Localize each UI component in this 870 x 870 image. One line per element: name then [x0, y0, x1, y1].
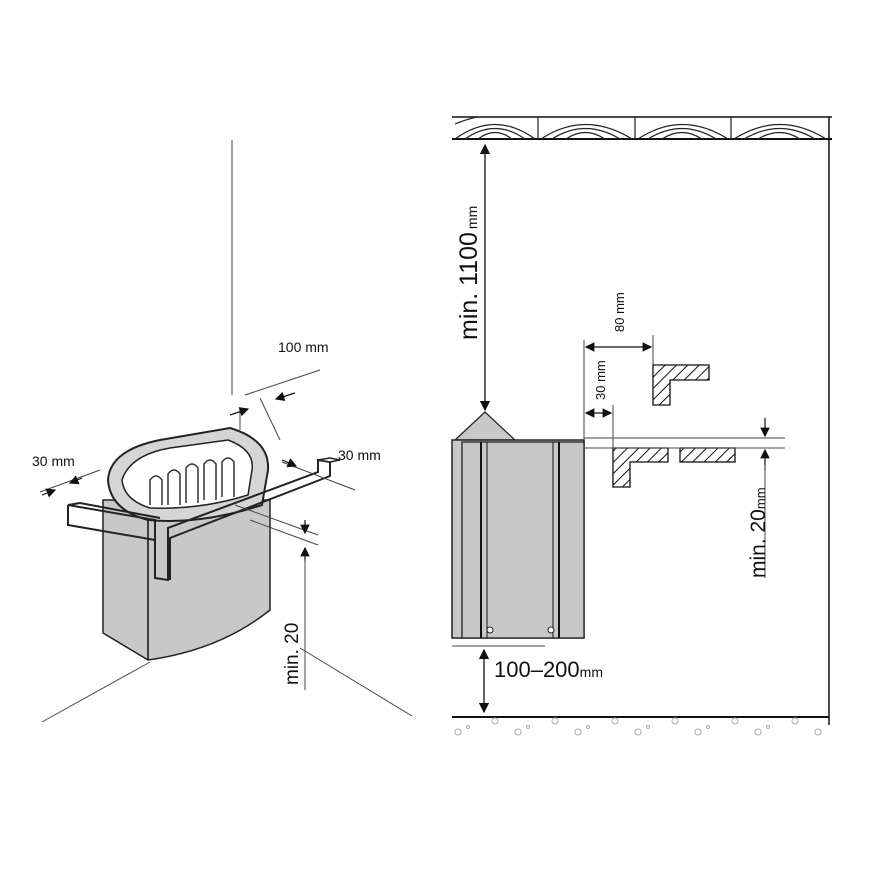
label-30mm-right: 30 mm — [338, 447, 381, 463]
heating-elements — [149, 457, 235, 505]
label-100mm: 100 mm — [278, 339, 329, 355]
label-min-1100: min. 1100mm — [455, 206, 483, 340]
upper-bench — [652, 364, 710, 406]
label-min20-left: min. 20 — [282, 623, 303, 685]
left-perspective-view: 100 mm 30 mm 30 mm min. 20 — [32, 140, 413, 723]
label-30mm-left: 30 mm — [32, 453, 75, 469]
floor-line-right — [299, 647, 413, 717]
floor-line-left — [41, 661, 151, 723]
label-100-200mm: 100–200mm — [494, 657, 603, 682]
label-80mm: 80 mm — [612, 292, 627, 332]
guard-rail — [67, 458, 331, 582]
label-30mm: 30 mm — [593, 360, 608, 400]
floor-texture — [454, 717, 822, 736]
label-min-20mm: min. 20mm — [747, 487, 770, 578]
ceiling-boards — [452, 117, 830, 139]
lower-bench — [612, 447, 669, 488]
heater-body — [102, 499, 271, 661]
right-side-view: min. 1100mm 100–200mm 80 mm 30 mm min. 2… — [451, 116, 832, 736]
lower-bench-board — [679, 447, 736, 463]
heater-top-stones — [453, 411, 517, 441]
